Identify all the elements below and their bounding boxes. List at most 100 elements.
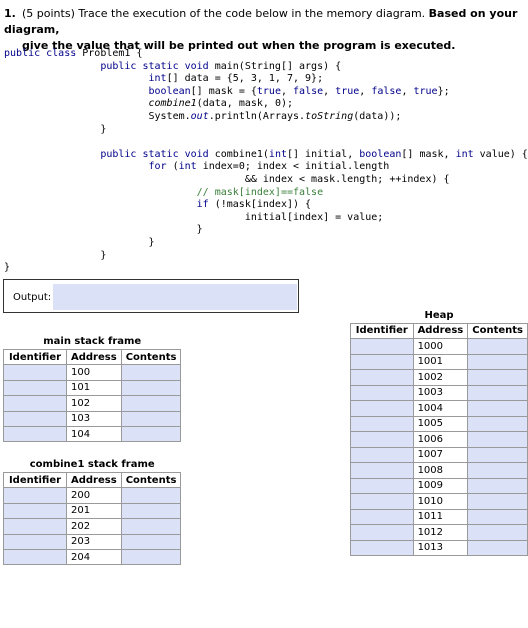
table-row: 102 (3, 395, 182, 412)
contents-cell[interactable] (120, 379, 182, 397)
identifier-cell[interactable] (350, 477, 414, 494)
code-token: initial[index] = value; (244, 211, 384, 223)
identifier-cell[interactable] (350, 508, 414, 525)
table-row: 200 (3, 487, 182, 504)
code-token: [] mask, (401, 148, 456, 160)
code-token: true (256, 85, 281, 97)
code-token: (!mask[index]) { (208, 199, 312, 211)
header-contents: Contents (120, 348, 182, 366)
identifier-cell[interactable] (3, 379, 67, 397)
address-cell: 1011 (412, 508, 469, 525)
table-row: 101 (3, 379, 182, 397)
contents-cell[interactable] (120, 533, 182, 550)
contents-cell[interactable] (120, 548, 182, 566)
address-cell: 1001 (412, 353, 469, 370)
combine1-stack-frame-table: combine1 stack frame Identifier Address … (3, 457, 182, 566)
address-cell: 200 (66, 487, 122, 504)
table-row: 1006 (350, 431, 528, 448)
question-prompt: (5 points) Trace the execution of the co… (22, 7, 429, 20)
contents-cell[interactable] (120, 518, 182, 535)
identifier-cell[interactable] (3, 548, 67, 566)
code-token: if (196, 199, 209, 211)
identifier-cell[interactable] (3, 502, 67, 520)
table-row: 1010 (350, 493, 528, 510)
identifier-cell[interactable] (350, 369, 414, 386)
identifier-cell[interactable] (350, 353, 414, 370)
address-cell: 1008 (412, 462, 469, 479)
code-token: , (280, 85, 294, 97)
address-cell: 1012 (412, 524, 469, 541)
identifier-cell[interactable] (350, 524, 414, 541)
header-address: Address (66, 348, 122, 366)
code-token: (data)); (353, 110, 402, 122)
identifier-cell[interactable] (350, 462, 414, 479)
code-token: int (268, 148, 287, 160)
identifier-cell[interactable] (3, 533, 67, 550)
contents-cell[interactable] (467, 493, 528, 510)
identifier-cell[interactable] (350, 446, 414, 463)
code-token: value) { (473, 148, 528, 160)
code-token: toString (305, 110, 354, 122)
identifier-cell[interactable] (350, 493, 414, 510)
contents-cell[interactable] (467, 353, 528, 370)
main-stack-frame-table: main stack frame Identifier Address Cont… (3, 334, 182, 443)
code-token: } (100, 249, 107, 261)
contents-cell[interactable] (120, 425, 182, 443)
code-token: [] data = {5, 3, 1, 7, 9}; (166, 73, 324, 85)
output-field[interactable] (53, 284, 297, 310)
table-row: 202 (3, 518, 182, 535)
identifier-cell[interactable] (3, 395, 67, 412)
code-token: , (401, 85, 414, 97)
address-cell: 204 (66, 548, 122, 566)
identifier-cell[interactable] (350, 384, 414, 401)
table-row: 1012 (350, 524, 528, 541)
main-stack-frame-title: main stack frame (43, 336, 142, 347)
code-token: (data, mask, 0); (196, 98, 293, 110)
contents-cell[interactable] (467, 400, 528, 417)
contents-cell[interactable] (467, 415, 528, 432)
header-identifier: Identifier (3, 348, 67, 366)
contents-cell[interactable] (467, 369, 528, 386)
contents-cell[interactable] (467, 384, 528, 401)
code-comment: // mask[index]==false (196, 186, 324, 198)
table-row: 204 (3, 548, 182, 566)
contents-cell[interactable] (120, 364, 182, 381)
address-cell: 1002 (412, 369, 469, 386)
contents-cell[interactable] (467, 338, 528, 355)
address-cell: 100 (66, 364, 122, 381)
identifier-cell[interactable] (3, 487, 67, 504)
contents-cell[interactable] (467, 508, 528, 525)
header-identifier: Identifier (3, 471, 67, 489)
code-listing: public class Problem1 { public static vo… (4, 48, 528, 275)
code-token: System. (148, 110, 191, 122)
identifier-cell[interactable] (350, 431, 414, 448)
code-token: out (190, 110, 209, 122)
identifier-cell[interactable] (350, 338, 414, 355)
table-row: 1000 (350, 338, 528, 355)
code-token: int (178, 161, 197, 173)
contents-cell[interactable] (467, 477, 528, 494)
identifier-cell[interactable] (3, 410, 67, 427)
contents-cell[interactable] (467, 524, 528, 541)
contents-cell[interactable] (467, 462, 528, 479)
contents-cell[interactable] (120, 410, 182, 427)
address-cell: 201 (66, 502, 122, 520)
header-identifier: Identifier (350, 322, 414, 339)
contents-cell[interactable] (467, 431, 528, 448)
code-token: boolean (148, 85, 191, 97)
identifier-cell[interactable] (3, 425, 67, 443)
contents-cell[interactable] (120, 487, 182, 504)
contents-cell[interactable] (120, 502, 182, 520)
identifier-cell[interactable] (350, 415, 414, 432)
identifier-cell[interactable] (350, 400, 414, 417)
table-row: 1003 (350, 384, 528, 401)
contents-cell[interactable] (467, 446, 528, 463)
contents-cell[interactable] (120, 395, 182, 412)
identifier-cell[interactable] (3, 364, 67, 381)
code-token: } (196, 224, 203, 236)
identifier-cell[interactable] (3, 518, 67, 535)
contents-cell[interactable] (467, 539, 528, 556)
identifier-cell[interactable] (350, 539, 414, 556)
header-contents: Contents (120, 471, 182, 489)
code-token: , (323, 85, 336, 97)
